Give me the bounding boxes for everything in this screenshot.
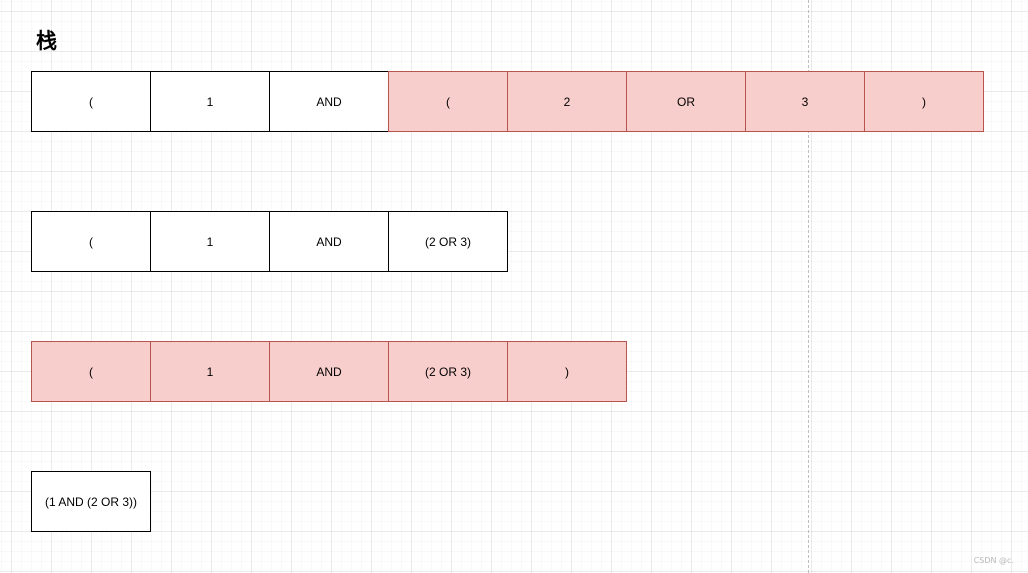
stack-cell[interactable]: (2 OR 3) bbox=[388, 211, 508, 272]
stack-cell[interactable]: ( bbox=[31, 71, 151, 132]
stack-cell[interactable]: OR bbox=[626, 71, 746, 132]
stack-cell[interactable]: 3 bbox=[745, 71, 865, 132]
stack-cell[interactable]: 1 bbox=[150, 71, 270, 132]
stack-cell[interactable]: ( bbox=[31, 341, 151, 402]
stack-cell[interactable]: AND bbox=[269, 71, 389, 132]
stack-cell[interactable]: 1 bbox=[150, 341, 270, 402]
diagram-title: 栈 bbox=[36, 29, 57, 53]
dashed-guide-line bbox=[808, 0, 809, 573]
stack-cell[interactable]: ( bbox=[388, 71, 508, 132]
stack-cell-result[interactable]: (1 AND (2 OR 3)) bbox=[31, 471, 151, 532]
stack-cell[interactable]: (2 OR 3) bbox=[388, 341, 508, 402]
stack-row-4: (1 AND (2 OR 3)) bbox=[31, 471, 151, 532]
stack-cell[interactable]: ) bbox=[864, 71, 984, 132]
watermark: CSDN @c. bbox=[973, 556, 1014, 565]
stack-cell[interactable]: AND bbox=[269, 211, 389, 272]
stack-cell[interactable]: 2 bbox=[507, 71, 627, 132]
stack-row-1: ( 1 AND ( 2 OR 3 ) bbox=[31, 71, 984, 132]
stack-cell[interactable]: 1 bbox=[150, 211, 270, 272]
stack-cell[interactable]: AND bbox=[269, 341, 389, 402]
stack-row-2: ( 1 AND (2 OR 3) bbox=[31, 211, 508, 272]
stack-row-3: ( 1 AND (2 OR 3) ) bbox=[31, 341, 627, 402]
stack-cell[interactable]: ( bbox=[31, 211, 151, 272]
stack-cell[interactable]: ) bbox=[507, 341, 627, 402]
